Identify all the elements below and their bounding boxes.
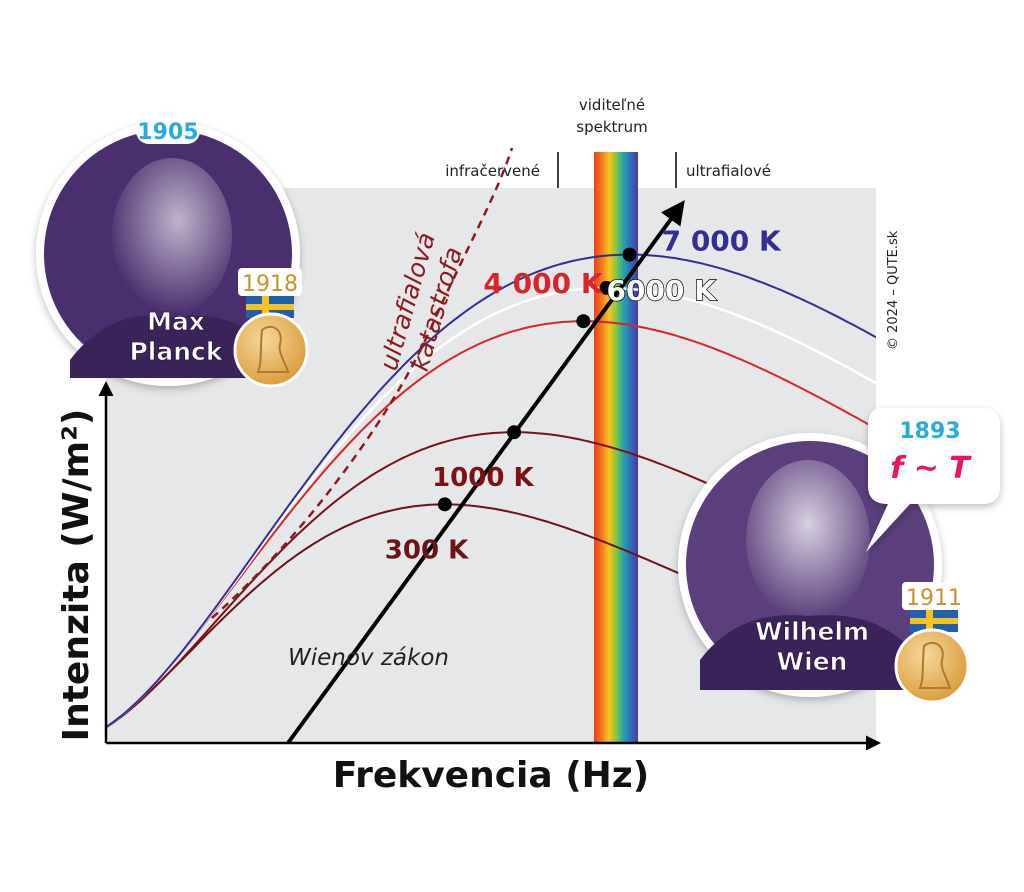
- wien-speech-bubble: 1893 f ~ T: [866, 408, 1000, 552]
- series-label-3: 4 000 K: [483, 267, 603, 300]
- curve-group: [106, 253, 876, 729]
- ultraviolet-label: ultrafialové: [686, 162, 771, 180]
- peak-marker-2: [507, 425, 522, 440]
- planck-nobel-medal: 1918: [233, 268, 309, 388]
- series-label-2: 1000 K: [432, 463, 534, 493]
- peak-marker-5: [622, 247, 637, 262]
- planck-year: 1905: [137, 120, 198, 145]
- wien-face: [746, 460, 870, 620]
- peak-marker-3: [576, 314, 591, 329]
- series-label-1: 300 K: [385, 535, 469, 565]
- x-axis-label: Frekvencia (Hz): [333, 755, 649, 796]
- infrared-label: infračervené: [445, 162, 540, 180]
- y-axis-label: Intenzita (W/m²): [56, 409, 97, 742]
- wien-year: 1893: [899, 419, 960, 444]
- visible-spectrum-band: [594, 152, 638, 743]
- wien-formula: f ~ T: [890, 451, 972, 486]
- peak-marker-4: [599, 280, 614, 295]
- copyright-text: © 2024 – QUTE.sk: [886, 230, 901, 350]
- series-label-5: 7 000 K: [662, 225, 782, 258]
- planck-nobel-year: 1918: [242, 272, 298, 297]
- wien-law-label: Wienov zákon: [288, 645, 449, 671]
- series-curve-5: [106, 253, 876, 728]
- planck-name-line2: Planck: [129, 337, 223, 366]
- spectrum-title-line2: spektrum: [576, 118, 647, 136]
- peak-markers: [437, 247, 637, 512]
- wien-nobel-year: 1911: [906, 586, 962, 611]
- planck-face: [112, 158, 232, 314]
- wien-name-line2: Wien: [777, 647, 848, 676]
- spectrum-title-line1: viditeľné: [579, 96, 645, 114]
- wien-law-line: [286, 200, 685, 745]
- series-label-4: 6000 K: [607, 274, 718, 307]
- peak-marker-1: [437, 497, 452, 512]
- wien-nobel-medal: 1911: [894, 582, 970, 704]
- planck-portrait: 1905 Max Planck: [36, 118, 300, 386]
- ultraviolet-catastrophe-curve: [211, 147, 514, 619]
- planck-name-line1: Max: [147, 307, 205, 336]
- wien-name-line1: Wilhelm: [755, 617, 869, 646]
